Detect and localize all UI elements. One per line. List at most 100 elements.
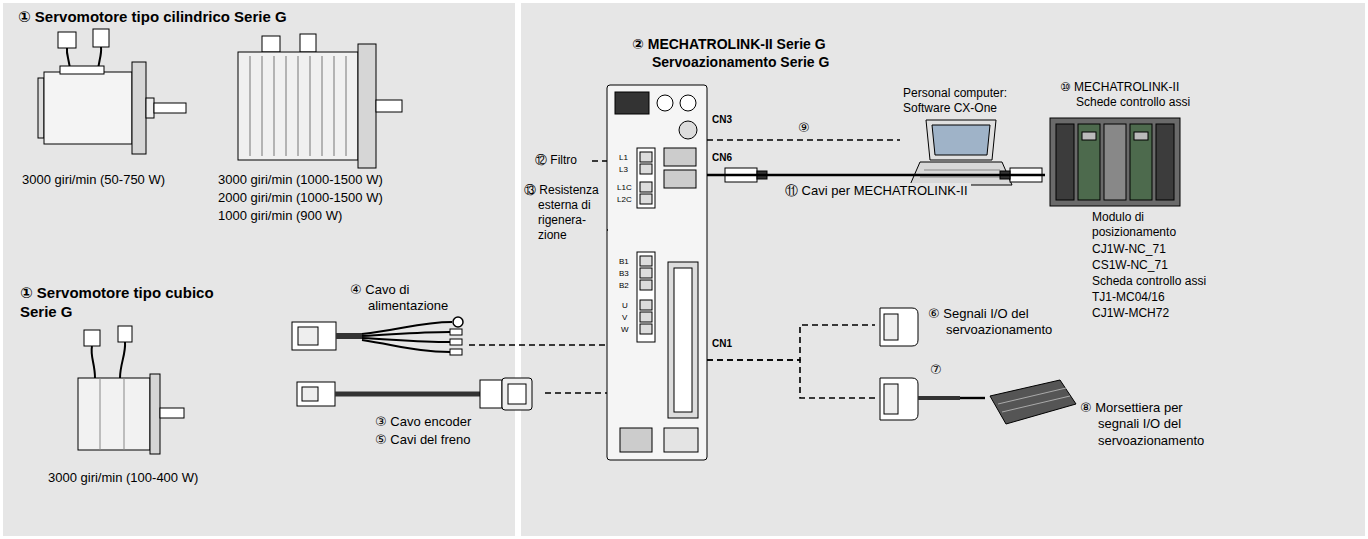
dashed-connector	[545, 392, 607, 394]
motor-group: ① Servomotore tipo cilindrico Serie G300…	[10, 5, 410, 229]
controller-rack-part	[1134, 132, 1148, 140]
left-panel	[3, 3, 515, 536]
motor-cubic-part	[78, 378, 150, 450]
node-text: CJ1W-MCH72	[1092, 306, 1169, 321]
servo-drive-part	[640, 152, 652, 162]
terminal-name: W	[621, 325, 629, 335]
motor-large-cylindrical-part	[358, 44, 376, 168]
motor-large-cylindrical-part-part	[310, 56, 311, 156]
servo-drive-part	[640, 312, 652, 322]
servo-drive-part	[664, 170, 696, 188]
servo-drive-part	[640, 194, 652, 204]
motor-cubic-part	[84, 330, 100, 346]
terminal-block-part	[998, 388, 1066, 404]
terminal-name: V	[622, 313, 627, 323]
filter-node: ⑫ Filtro	[532, 150, 592, 174]
dashed-connector	[469, 344, 607, 346]
node-text: 3000 giri/min (50-750 W)	[22, 172, 165, 188]
servo-drive-part	[637, 252, 655, 342]
cable-connector	[707, 174, 1045, 176]
controller-rack-part	[1078, 124, 1100, 200]
node-text: ⑤ Cavi del freno	[375, 432, 470, 448]
motor-small-cylindrical	[38, 29, 186, 154]
motor-large-cylindrical-part	[250, 56, 346, 156]
motor-large-cylindrical-part-part	[250, 56, 251, 156]
servo-drive-part	[640, 268, 652, 278]
connector-node: ⑥ Segnali I/O del servoazionamento	[875, 300, 1090, 354]
power-cable-part	[362, 332, 450, 336]
controller-rack-part	[1056, 124, 1074, 200]
motor-large-cylindrical-part-part	[274, 56, 275, 156]
node-text: CS1W-NC_71	[1092, 258, 1168, 273]
terminal-name: B3	[619, 269, 629, 279]
servo-drive-part	[607, 85, 707, 460]
servo-drive-part	[640, 324, 652, 334]
controller-rack-part	[1130, 124, 1152, 200]
power-cable-part	[453, 317, 463, 327]
terminal-name: U	[622, 301, 628, 311]
encoder-cable-part	[302, 387, 318, 401]
computer-node: Personal computer: Software CX-One	[900, 84, 1027, 189]
terminal-name: L2C	[617, 195, 632, 205]
controller-rack	[1050, 118, 1180, 206]
connector-name: CN6	[712, 152, 732, 164]
dashed-connector	[592, 160, 607, 162]
edge-label: ⑨	[795, 120, 813, 136]
power-cable-part	[336, 333, 362, 339]
motor-large-cylindrical-part	[376, 100, 402, 112]
motor-small-cylindrical-part	[93, 29, 109, 47]
motor-cubic	[78, 326, 184, 454]
motor-large-cylindrical-part-part	[286, 56, 287, 156]
motor-small-cylindrical-part	[154, 103, 186, 113]
servo-drive-part	[664, 428, 698, 452]
motor-cubic-part	[120, 342, 125, 378]
motor-cubic-part	[150, 374, 160, 454]
servo-drive	[607, 85, 707, 460]
node-text: CJ1W-NC_71	[1092, 242, 1166, 257]
motor-cubic-part	[92, 346, 95, 378]
terminal-block	[990, 380, 1076, 424]
motor-large-cylindrical-part-part	[334, 56, 335, 156]
dashed-connector	[707, 139, 900, 141]
terminal-name: L1	[619, 153, 628, 163]
node-text: 2000 giri/min (1000-1500 W)	[218, 190, 383, 206]
controller-rack-part	[1050, 118, 1180, 206]
motor-cubic-part	[124, 378, 125, 450]
power-cable-part	[292, 322, 336, 350]
motor-cubic-part	[100, 378, 101, 450]
servo-drive-part	[637, 148, 655, 208]
laptop-part	[910, 162, 1012, 185]
io-connectors-part	[880, 378, 918, 420]
servo-drive-part	[640, 280, 652, 290]
node-text: Modulo di posizionamento	[1092, 210, 1192, 240]
servo-drive-part	[615, 92, 649, 114]
terminal-block-part	[1002, 396, 1070, 412]
heading-text: ② MECHATROLINK-II Serie G Servoazionamen…	[632, 36, 882, 71]
encoder-cable	[297, 378, 532, 410]
servo-drive-part	[640, 182, 652, 192]
panels	[3, 3, 1365, 536]
cable-connector	[960, 397, 985, 399]
cable-node: ③ Cavo encoder ⑤ Cavi del freno	[295, 372, 545, 454]
motor-large-cylindrical-part	[238, 52, 358, 160]
node-text: ⑩ MECHATROLINK-II Schede controllo assi	[1060, 80, 1210, 110]
node-text: ③ Cavo encoder	[375, 414, 471, 430]
motor-large-cylindrical-part-part	[346, 56, 347, 156]
servo-drive-part	[640, 164, 652, 174]
motor-large-cylindrical-part	[262, 36, 280, 52]
motor-small-cylindrical-part	[146, 98, 154, 118]
right-panel	[521, 3, 1365, 536]
power-cable	[292, 317, 463, 355]
connector-node: ⑦	[875, 362, 960, 427]
power-cable-part	[298, 327, 318, 345]
motor-small-cylindrical-part	[132, 62, 146, 154]
edge-label: ⑪ Cavi per MECHATROLINK-II	[782, 183, 971, 199]
node-text: 3000 giri/min (100-400 W)	[48, 470, 198, 486]
servo-drive-part	[657, 95, 673, 111]
heading-text: ① Servomotore tipo cubico Serie G	[20, 284, 238, 322]
resistor-node: ⑬ Resistenza esterna di rigenera- zione	[522, 182, 608, 248]
servo-drive-part	[680, 95, 696, 111]
power-cable-part	[362, 340, 450, 352]
io-connectors-part	[884, 314, 898, 340]
encoder-cable-part	[335, 392, 480, 397]
